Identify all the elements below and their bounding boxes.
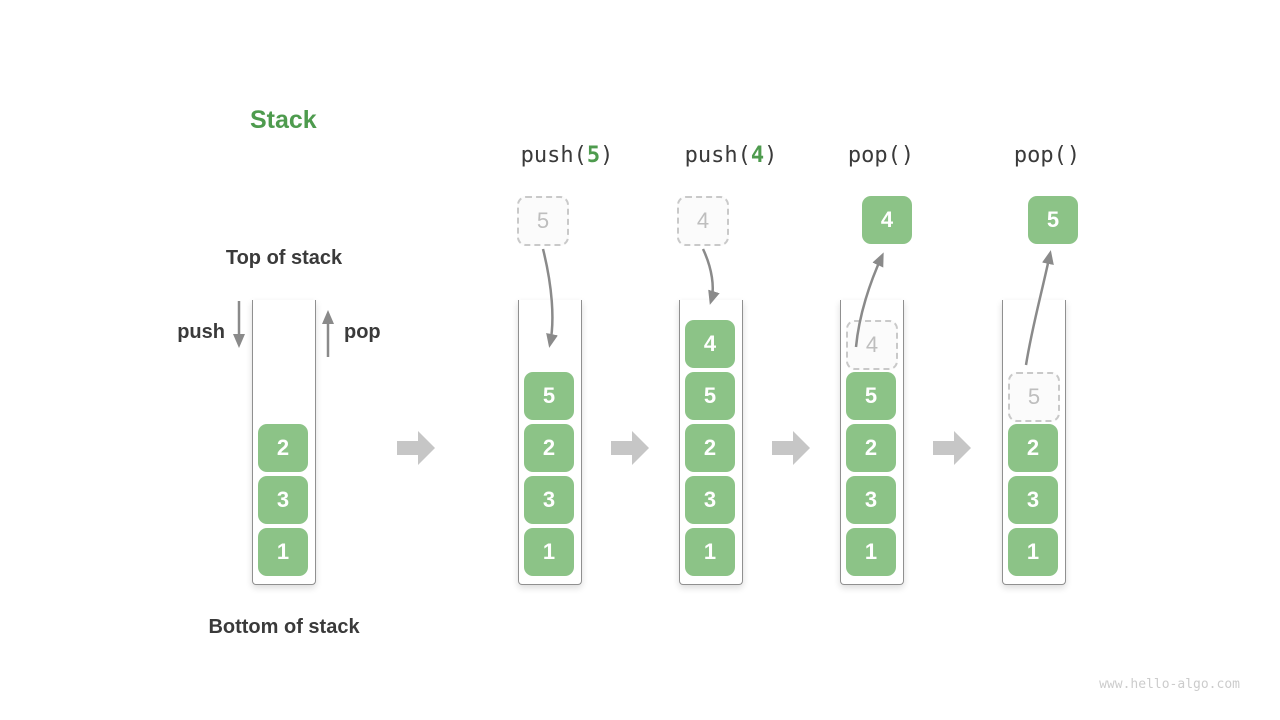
popped-block: 5	[1028, 196, 1078, 244]
op-suffix: )	[600, 143, 614, 168]
incoming-ghost-block: 5	[517, 196, 569, 246]
push-curve-arrow-icon	[701, 248, 720, 305]
bottom-of-stack-label: Bottom of stack	[208, 616, 360, 638]
watermark: www.hello-algo.com	[1099, 677, 1240, 692]
op-arg: 4	[750, 143, 765, 168]
step-arrow-icon	[397, 431, 435, 465]
stack-block: 3	[846, 476, 896, 524]
operation-label-push-5: push(5)	[482, 143, 652, 168]
push-label: push	[177, 321, 225, 343]
top-of-stack-label: Top of stack	[225, 247, 343, 269]
stack-block: 3	[258, 476, 308, 524]
stack-block: 2	[258, 424, 308, 472]
stack-block: 4	[685, 320, 735, 368]
stack-block: 1	[1008, 528, 1058, 576]
operation-label-push-4: push(4)	[646, 143, 816, 168]
stack-title: Stack	[250, 106, 317, 134]
popped-block: 4	[862, 196, 912, 244]
op-suffix: )	[764, 143, 778, 168]
stack-block: 1	[685, 528, 735, 576]
stack-block: 5	[846, 372, 896, 420]
stack-block: 2	[524, 424, 574, 472]
pop-label: pop	[344, 321, 381, 343]
operation-label-pop-1: pop()	[847, 143, 915, 168]
stack-block: 5	[524, 372, 574, 420]
operation-label-pop-2: pop()	[1013, 143, 1081, 168]
ghost-slot: 5	[1008, 372, 1060, 422]
stack-block: 3	[1008, 476, 1058, 524]
stack-block: 5	[685, 372, 735, 420]
stack-block: 3	[524, 476, 574, 524]
stack-block: 3	[685, 476, 735, 524]
step-arrow-icon	[933, 431, 971, 465]
op-prefix: push(	[520, 143, 587, 168]
stack-block: 2	[846, 424, 896, 472]
step-arrow-icon	[611, 431, 649, 465]
ghost-slot: 4	[846, 320, 898, 370]
op-prefix: push(	[684, 143, 751, 168]
op-arg: 5	[586, 143, 601, 168]
stack-block: 1	[846, 528, 896, 576]
stack-block: 1	[524, 528, 574, 576]
incoming-ghost-block: 4	[677, 196, 729, 246]
stack-block: 2	[1008, 424, 1058, 472]
stack-block: 2	[685, 424, 735, 472]
step-arrow-icon	[772, 431, 810, 465]
stack-block: 1	[258, 528, 308, 576]
